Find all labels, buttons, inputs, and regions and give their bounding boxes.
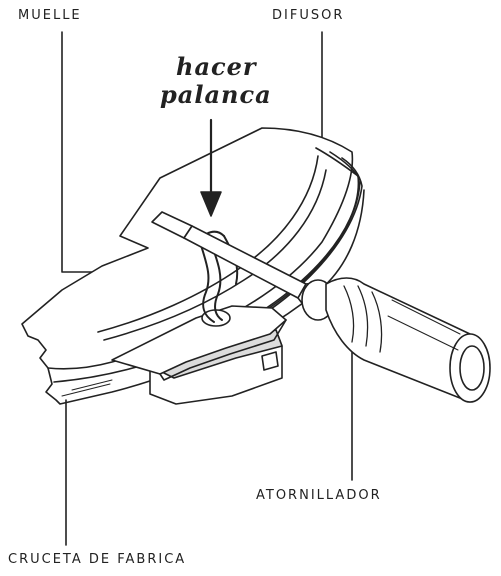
label-muelle: MUELLE	[18, 8, 82, 23]
cross-plate-edge	[159, 319, 287, 381]
callout-hacer: hacer	[176, 52, 257, 81]
spring-wire-2	[209, 239, 223, 321]
diffuser	[21, 127, 365, 405]
callout-palanca: palanca	[160, 80, 272, 109]
label-difusor: DIFUSOR	[272, 8, 345, 23]
screwdriver-handle-cap	[459, 345, 485, 391]
diffuser-lower-hatch	[61, 379, 113, 397]
lever-arrow	[200, 118, 222, 217]
spring-wire-1	[199, 241, 215, 323]
diffuser-body	[21, 127, 354, 370]
screwdriver-handle-shade	[387, 299, 461, 351]
diffuser-inner-curve-2	[103, 169, 327, 341]
screwdriver-grip-lines	[343, 285, 383, 353]
arrow-head	[200, 191, 222, 217]
label-atornillador: ATORNILLADOR	[256, 488, 382, 503]
label-cruceta: CRUCETA DE FABRICA	[8, 552, 187, 567]
screwdriver	[151, 211, 491, 403]
factory-cross	[111, 305, 287, 405]
cross-notch	[261, 351, 279, 371]
